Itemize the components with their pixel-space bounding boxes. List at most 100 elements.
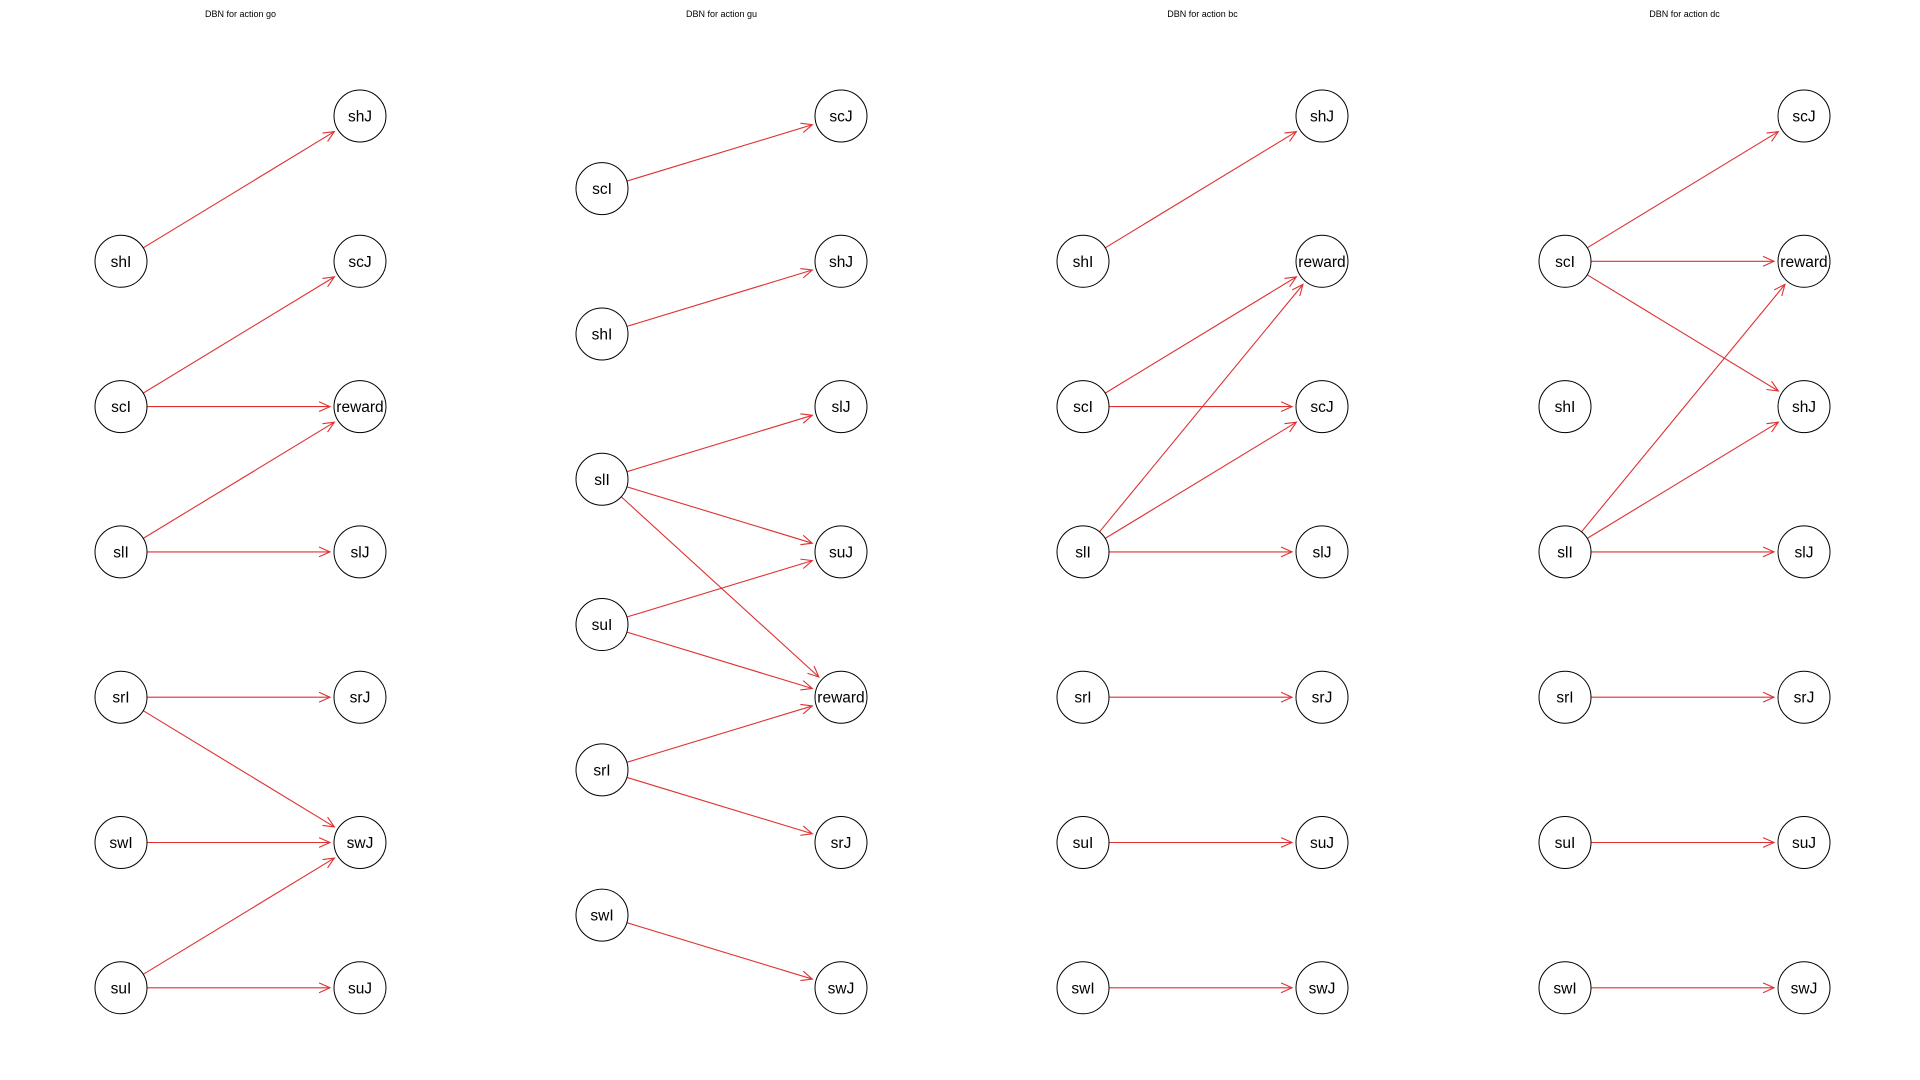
node-swI: swI <box>94 816 148 869</box>
node-circle <box>814 380 868 434</box>
edge-L3-R4 <box>147 546 332 558</box>
node-label: srI <box>1074 690 1091 707</box>
edge-layer <box>1099 130 1304 994</box>
node-reward: reward <box>1295 234 1349 288</box>
arrowhead <box>1280 691 1294 703</box>
node-circle <box>333 525 387 579</box>
node-circle <box>1538 234 1592 288</box>
node-label: slJ <box>351 544 370 561</box>
node-circle <box>1056 816 1110 869</box>
edge-layer <box>142 130 336 994</box>
node-circle <box>814 234 868 288</box>
node-label: shI <box>111 254 132 271</box>
node-suJ: suJ <box>333 961 387 1015</box>
node-label: shI <box>1555 399 1576 416</box>
node-label: suJ <box>348 980 372 997</box>
panel-title: DBN for action gu <box>686 9 757 19</box>
node-reward: reward <box>333 380 387 434</box>
node-reward: reward <box>814 670 868 724</box>
edge-L4-R5 <box>1591 691 1776 703</box>
node-label: slI <box>113 544 129 561</box>
node-scJ: scJ <box>1295 380 1349 434</box>
node-srI: srI <box>1056 670 1110 724</box>
node-srJ: srJ <box>1777 670 1831 724</box>
edge-L2-R2 <box>1104 276 1298 394</box>
node-shI: shI <box>575 307 629 361</box>
edge-L4-R5 <box>147 691 332 703</box>
panel-title: DBN for action bc <box>1167 9 1238 19</box>
node-circle <box>575 743 629 797</box>
node-label: scJ <box>1792 109 1815 126</box>
node-label: shI <box>1073 254 1094 271</box>
node-circle <box>94 380 148 434</box>
edge-L5-R5 <box>626 703 814 763</box>
edge-L5-R6 <box>626 776 814 836</box>
arrowhead <box>800 122 814 134</box>
node-circle <box>1295 816 1349 869</box>
arrowhead <box>1291 283 1304 297</box>
arrowhead <box>318 546 332 558</box>
edge-L6-R7 <box>626 922 814 982</box>
arrowhead <box>1284 276 1298 288</box>
node-swJ: swJ <box>1295 961 1349 1015</box>
edge-L1-R3 <box>1586 274 1780 392</box>
node-circle <box>1295 961 1349 1015</box>
node-swJ: swJ <box>814 961 868 1015</box>
node-shJ: shJ <box>1777 380 1831 434</box>
node-label: slJ <box>832 399 851 416</box>
node-label: scI <box>1073 399 1093 416</box>
edge-L4-R5 <box>626 631 814 691</box>
arrowhead <box>800 680 814 691</box>
node-circle <box>1295 89 1349 143</box>
arrowhead <box>807 665 820 678</box>
edge-L6-R7 <box>147 982 332 994</box>
node-label: reward <box>1780 254 1827 271</box>
node-circle <box>333 670 387 724</box>
edge-layer <box>620 122 820 982</box>
arrowhead <box>1773 283 1786 297</box>
edge-L3-R3 <box>142 421 336 539</box>
node-label: shJ <box>1310 109 1334 126</box>
node-label: srJ <box>831 835 852 852</box>
arrowhead <box>1280 401 1294 412</box>
dbn-panel-3: DBN for action bcshIscIslIsrIsuIswIshJre… <box>1056 9 1349 1015</box>
node-label: srJ <box>1312 690 1333 707</box>
node-label: suI <box>111 980 132 997</box>
node-circle <box>1056 234 1110 288</box>
node-circle <box>1295 670 1349 724</box>
dbn-panel-2: DBN for action guscIshIslIsuIsrIswIscJsh… <box>575 9 868 1015</box>
panel-title: DBN for action go <box>205 9 276 19</box>
node-circle <box>1056 380 1110 434</box>
edge-L5-R6 <box>1109 837 1294 848</box>
edge-L6-R6 <box>142 857 336 975</box>
node-label: srJ <box>1794 690 1815 707</box>
node-label: swI <box>109 835 132 852</box>
node-label: shJ <box>829 254 853 271</box>
node-reward: reward <box>1777 234 1831 288</box>
node-label: slI <box>1557 544 1573 561</box>
node-label: suI <box>1073 835 1094 852</box>
node-circle <box>814 525 868 579</box>
node-circle <box>333 961 387 1015</box>
edge-L3-R5 <box>620 496 820 678</box>
node-label: slJ <box>1313 544 1332 561</box>
node-srI: srI <box>94 670 148 724</box>
node-label: suI <box>1555 835 1576 852</box>
node-srJ: srJ <box>333 670 387 724</box>
node-label: scI <box>1555 254 1575 271</box>
node-slI: slI <box>94 525 148 579</box>
node-label: reward <box>1298 254 1345 271</box>
node-circle <box>814 961 868 1015</box>
node-circle <box>814 670 868 724</box>
node-label: swI <box>590 908 613 925</box>
edge-L6-R7 <box>1109 982 1294 994</box>
edge-layer <box>1581 130 1786 994</box>
arrowhead <box>1766 130 1780 142</box>
arrowhead <box>322 421 336 433</box>
node-label: srI <box>1556 690 1573 707</box>
arrowhead <box>322 816 336 828</box>
node-label: slJ <box>1795 544 1814 561</box>
node-shI: shI <box>1056 234 1110 288</box>
node-label: scJ <box>348 254 371 271</box>
node-circle <box>333 816 387 869</box>
